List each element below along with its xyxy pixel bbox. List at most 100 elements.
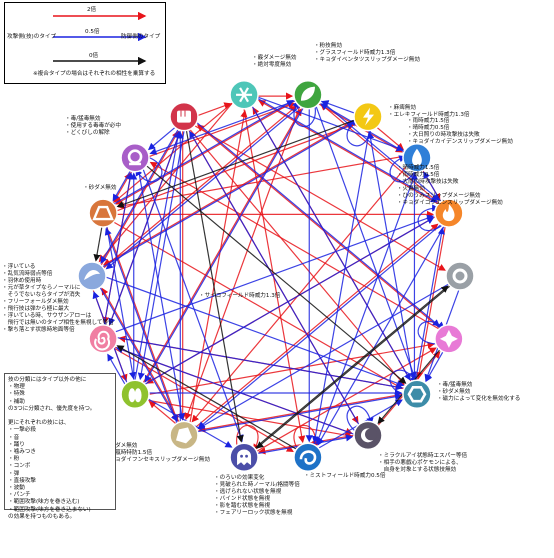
edge-double-ground-to-steel — [113, 221, 403, 390]
annotation-ice-line: ・霰ダメージ無効 — [252, 54, 297, 61]
legend-half-label: 0.5倍 — [85, 29, 100, 35]
annotation-water-line: ・大日照りの時攻撃技は失敗 — [406, 131, 480, 138]
edge-double-fighting-to-normal — [194, 125, 446, 271]
annotation-fire-line: ・火傷無効 — [396, 186, 425, 193]
edge-half-dark-to-dark — [346, 405, 374, 433]
annotation-rock: ・砂ダメ無効・砂嵐時特防1.5倍・キョダイフンセキスリップダメージ無効 — [104, 443, 210, 464]
edge-half-psychic-to-steel — [425, 351, 444, 383]
type-node-rock — [169, 420, 199, 451]
annotation-ground: ・砂ダメ無効 — [83, 185, 116, 192]
annotation-steel-line: ・磁力によって変化を無効化する — [436, 396, 521, 403]
annotation-grass-line: ・グラスフィールド時威力1.3倍 — [313, 49, 396, 56]
edge-double-bug-to-dark — [148, 399, 353, 439]
edge-double-ghost-to-psychic — [256, 347, 437, 452]
edge-double-flying-to-grass — [103, 105, 298, 269]
type-node-steel — [402, 379, 432, 410]
type-node-bug — [120, 379, 150, 410]
edge-half-ground-to-grass — [113, 100, 294, 205]
bug-icon — [128, 388, 142, 403]
annotation-psychic-line: ・サイコフィールド時威力1.3倍 — [198, 292, 281, 299]
bolt-icon — [363, 107, 374, 126]
annotation-electric: ・麻痺無効・エレキフィールド時威力1.3倍 — [388, 105, 470, 119]
water-drop-icon — [412, 148, 422, 166]
edge-double-fighting-to-steel — [189, 129, 405, 386]
edge-half-rock-to-steel — [197, 393, 403, 433]
edge-half-grass-to-bug — [144, 107, 304, 383]
annotation-psychic: ・サイコフィールド時威力1.3倍 — [199, 293, 281, 300]
annotation-rock-line: ・砂嵐時特防1.5倍 — [104, 450, 153, 457]
edge-double-fairy-to-dragon — [113, 347, 294, 452]
poison-icon — [127, 149, 143, 166]
annotation-steel-line: ・毒/猛毒無効 — [436, 382, 473, 389]
annotation-flying-line: ・乱気流時弱点等倍 — [2, 271, 53, 277]
note-line: の3つに分類され、優先度を持つ。 — [8, 405, 96, 412]
annotation-water-line: ・晴時威力0.5倍 — [406, 124, 450, 131]
edge-half-grass-to-fire — [320, 100, 440, 201]
edge-half-flying-to-electric — [102, 121, 354, 268]
annotation-flying-line: ・浮いている — [2, 264, 36, 270]
annotation-fire-line: ・ひのうみスリップダメージ無効 — [396, 193, 481, 200]
annotation-dragon-line: ・ミストフィールド時威力0.5倍 — [303, 473, 386, 480]
edge-zero-poison-to-steel — [146, 165, 407, 384]
legend: 2倍 0.5倍 0倍 攻撃側(技)のタイプ 防御側のタイプ ※複合タイプの場合は… — [4, 2, 166, 84]
annotation-ice-line: ・絶対零度無効 — [252, 61, 292, 68]
edge-zero-normal-to-ghost — [256, 285, 451, 449]
edge-zero-dragon-to-fairy — [116, 345, 297, 450]
edge-half-fighting-to-psychic — [196, 122, 440, 327]
edge-double-steel-to-rock — [198, 393, 403, 433]
note-line: ・コンボ — [8, 463, 31, 470]
note-line: ・音 — [8, 434, 20, 441]
type-node-water — [402, 142, 432, 173]
edge-half-steel-to-electric — [366, 131, 414, 381]
fist-icon — [177, 110, 191, 123]
annotation-fire-line: ・キョダイゴクエンスリップダメージ無効 — [396, 200, 503, 207]
annotation-fire: ・晴時威力1.5倍・雨時威力0.5倍・大雨の時攻撃技は失敗・火傷無効・ひのうみス… — [397, 165, 503, 207]
annotation-ghost-line: ・影を踏む状態を無視 — [214, 503, 270, 510]
annotation-flying-line: ・飛行技は弾から極に最大 — [2, 306, 70, 312]
edge-half-water-to-water — [389, 155, 417, 183]
edge-half-water-to-dragon — [315, 171, 417, 445]
note-line: ・粉 — [8, 456, 20, 463]
legend-zero-label: 0倍 — [89, 53, 99, 59]
type-nodes — [77, 80, 475, 472]
rock-icon — [176, 427, 192, 444]
type-node-fighting — [169, 101, 199, 132]
annotation-grass-line: ・粉技無効 — [313, 42, 342, 49]
edge-half-fire-to-rock — [197, 224, 441, 429]
note-line: ・波動 — [8, 485, 25, 492]
annotation-dark-line: ・ミラクルアイ状態時エスパー等倍 — [378, 453, 468, 460]
edge-half-bug-to-fighting — [134, 130, 182, 381]
type-node-flying — [77, 261, 107, 291]
annotation-ghost-line: ・バインド状態を無視 — [214, 496, 270, 503]
note-line: ・踊り — [8, 441, 25, 448]
edge-double-grass-to-rock — [184, 106, 301, 421]
annotation-ground-line: ・砂ダメ無効 — [83, 185, 117, 192]
type-node-dark — [353, 420, 383, 451]
ring-icon — [452, 268, 468, 284]
legend-double-label: 2倍 — [87, 7, 97, 13]
edge-double-bug-to-psychic — [149, 341, 435, 395]
annotation-ghost-line: ・逃げられない状態を無視 — [214, 489, 282, 496]
type-node-electric — [353, 101, 383, 132]
fairy-swirl-icon — [94, 330, 111, 351]
annotation-water-line: ・雨時威力1.5倍 — [406, 117, 450, 124]
move-category-notes: 技の分類にはタイプ以外の他に・物理・特殊・補助の3つに分類され、優先度を持つ。 … — [4, 373, 116, 520]
annotation-steel-line: ・砂ダメ無効 — [436, 389, 471, 396]
note-line: の効果を持つものもある。 — [8, 513, 76, 520]
type-node-fairy — [88, 324, 118, 354]
annotation-electric-line: ・麻痺無効 — [388, 104, 416, 111]
note-line: ・特殊 — [8, 391, 25, 398]
edge-double-fire-to-grass — [320, 103, 440, 204]
edge-double-bug-to-grass — [142, 108, 302, 384]
annotation-flying-line: そうでないならタイプが消失 — [2, 292, 81, 298]
note-line: ・補助 — [8, 398, 25, 405]
moon-icon — [361, 428, 377, 443]
type-node-ground — [88, 198, 118, 228]
edge-half-fairy-to-fire — [115, 214, 435, 333]
annotation-rock-line: ・砂ダメ無効 — [104, 443, 138, 450]
flame-icon — [442, 204, 455, 222]
annotation-water: ・雨時威力1.5倍・晴時威力0.5倍・大日照りの時攻撃技は失敗・キョダイカイデン… — [407, 118, 513, 146]
edge-half-bug-to-fire — [145, 217, 435, 385]
edge-half-poison-to-poison — [135, 156, 163, 183]
legend-attacker-label: 攻撃側(技)のタイプ — [7, 34, 57, 40]
